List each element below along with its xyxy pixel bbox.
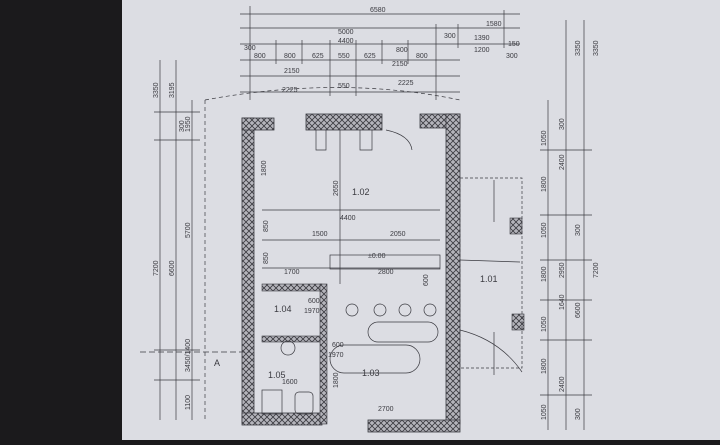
dim-inner-2650: 2650 (333, 180, 340, 196)
dim-inner-2700: 2700 (378, 406, 394, 413)
room-label-1-02: 1.02 (352, 187, 370, 197)
dim-left-6600: 6600 (169, 260, 176, 276)
dim-right-1640: 1640 (559, 294, 566, 310)
dim-left-1950: 1950 (185, 116, 192, 132)
dim-right-3350: 3350 (593, 40, 600, 56)
dim-right-2950: 2950 (559, 262, 566, 278)
dim-right-1050b: 1050 (541, 222, 548, 238)
dim-inner-850a: 850 (263, 220, 270, 232)
dim-right-1050c: 1050 (541, 316, 548, 332)
dim-inner-600c: 600 (423, 274, 430, 286)
dim-right-1050d: 1050 (541, 404, 548, 420)
dim-550: 550 (338, 53, 350, 60)
room-label-1-04: 1.04 (274, 304, 292, 314)
dim-2150a: 2150 (284, 68, 300, 75)
dim-inner-2800: 2800 (378, 269, 394, 276)
dim-right-1800c: 1800 (541, 358, 548, 374)
dim-inner-1600: 1600 (282, 379, 298, 386)
dim-inner-1800: 1800 (261, 160, 268, 176)
dim-550b: 550 (338, 83, 350, 90)
dim-150: 150 (508, 41, 520, 48)
dim-inner-1970a: 1970 (304, 308, 320, 315)
room-label-1-01: 1.01 (480, 274, 498, 284)
dim-inner-600a: 600 (308, 298, 320, 305)
dim-left-300: 300 (179, 120, 186, 132)
dim-right-300a: 300 (559, 118, 566, 130)
dim-right-1800a: 1800 (541, 176, 548, 192)
dim-left-7200: 7200 (153, 260, 160, 276)
dim-right-6600: 6600 (575, 302, 582, 318)
interior-lines (140, 129, 523, 415)
paper-sheet (122, 0, 720, 440)
dim-right-300b: 300 (575, 224, 582, 236)
dim-right-1050a: 1050 (541, 130, 548, 146)
dim-inner-1500: 1500 (312, 231, 328, 238)
dim-right-2400b: 2400 (559, 376, 566, 392)
dim-2225b: 2225 (398, 80, 414, 87)
section-mark: A (214, 358, 220, 368)
dim-2150b: 2150 (392, 61, 408, 68)
dim-2225a: 2225 (282, 87, 298, 94)
dim-1580: 1580 (486, 21, 502, 28)
dim-inner-600b: 600 (332, 342, 344, 349)
dim-left-3450: 3450/1400 (185, 339, 192, 372)
dim-5000: 5000 (338, 29, 354, 36)
dim-overall: 6580 (370, 7, 386, 14)
dim-inner-2050: 2050 (390, 231, 406, 238)
dim-right-3350b: 3350 (575, 40, 582, 56)
dim-4400: 4400 (338, 38, 354, 45)
dim-800b: 800 (284, 53, 296, 60)
dim-625a: 625 (312, 53, 324, 60)
dim-1390: 1390 (474, 35, 490, 42)
dimension-lines (154, 6, 592, 430)
dim-left-1100: 1100 (185, 395, 192, 410)
dim-left-3195: 3195 (169, 82, 176, 98)
dim-800d: 800 (416, 53, 428, 60)
dim-inner-1800b: 1800 (333, 372, 340, 388)
dim-right-7200: 7200 (593, 262, 600, 278)
dim-800c: 800 (396, 47, 408, 54)
dim-inner-1700: 1700 (284, 269, 300, 276)
dim-inner-1970b: 1970 (328, 352, 344, 359)
dim-625b: 625 (364, 53, 376, 60)
dim-inner-850b: 850 (263, 252, 270, 264)
room-label-1-03: 1.03 (362, 368, 380, 378)
dim-300b: 300 (444, 33, 456, 40)
dim-right-1800b: 1800 (541, 266, 548, 282)
dim-right-300c: 300 (575, 408, 582, 420)
room-label-1-05: 1.05 (268, 370, 286, 380)
dim-inner-4400: 4400 (340, 215, 356, 222)
dim-300c: 300 (506, 53, 518, 60)
dim-left-3350: 3350 (153, 82, 160, 98)
level-mark: ±0.00 (368, 253, 386, 260)
dim-800a: 800 (254, 53, 266, 60)
dim-left-5700: 5700 (185, 222, 192, 238)
dim-right-2400a: 2400 (559, 154, 566, 170)
dim-300a: 300 (244, 45, 256, 52)
dim-1200: 1200 (474, 47, 490, 54)
